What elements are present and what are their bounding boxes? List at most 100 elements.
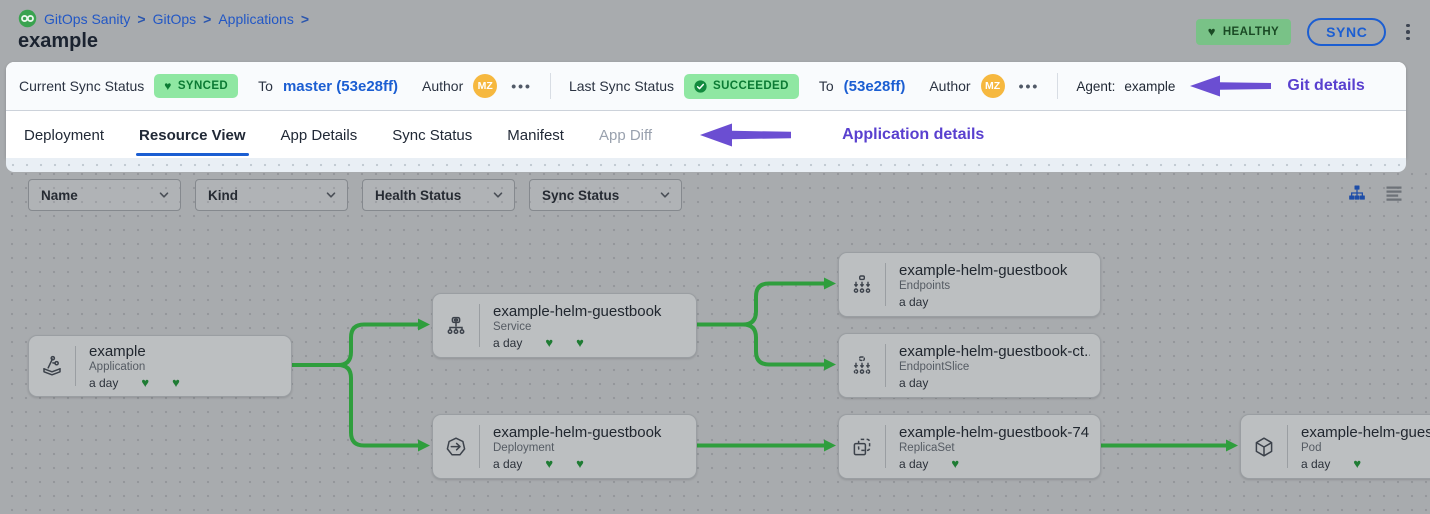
node-meta: a day [899,295,1090,309]
endpoints-icon [839,253,885,316]
node-name: example-helm-guestbook [493,302,662,320]
chevron-down-icon [325,189,337,201]
filter-label: Sync Status [542,187,620,203]
kebab-menu-icon[interactable] [1402,22,1414,43]
application-icon [29,336,75,396]
replicaset-icon [839,415,885,478]
health-badge-label: HEALTHY [1222,26,1280,38]
heart-icon: ♥ [576,334,584,350]
annotation-arrow-left [1189,74,1272,98]
node-meta: a day♥♥ [493,457,686,471]
filter-dropdown-name[interactable]: Name [28,179,181,211]
breadcrumb-link[interactable]: GitOps [152,10,197,27]
tabs-bar: Deployment Resource View App Details Sync S… [6,111,1406,159]
more-options-icon[interactable]: ••• [511,78,532,94]
sync-status-bar: Current Sync Status ♥ SYNCED To master (… [6,62,1406,111]
node-divider [1287,425,1288,468]
node-age: a day [899,456,929,471]
node-meta: a day ♥ [899,457,1090,471]
view-toggles [1347,183,1404,203]
node-age: a day [899,294,929,309]
divider [1057,73,1059,99]
filter-dropdown-sync-status[interactable]: Sync Status [529,179,682,211]
succeeded-badge: SUCCEEDED [684,73,799,99]
deployment-icon [433,415,479,478]
resource-node-endpointslice[interactable]: example-helm-guestbook-ct...EndpointSlic… [838,333,1101,398]
to-label: To [258,78,273,94]
application-details-annotation: Application details [842,126,985,143]
check-circle-icon [694,79,707,93]
current-revision-link[interactable]: master (53e28ff) [282,77,398,95]
gitops-logo-icon [18,9,37,28]
synced-badge-label: SYNCED [177,80,229,92]
author-label: Author [929,78,971,94]
breadcrumb-items: GitOps Sanity>GitOps>Applications> [44,11,309,27]
author-label: Author [422,78,464,94]
heart-icon: ♥ [951,455,960,471]
heart-icon: ♥ [1353,455,1362,471]
sync-button[interactable]: SYNC [1307,18,1387,46]
node-divider [479,304,480,347]
chevron-down-icon [659,189,671,201]
filter-dropdown-health-status[interactable]: Health Status [362,179,515,211]
tab-sync-status[interactable]: Sync Status [392,126,473,144]
tab-app-details[interactable]: App Details [280,126,358,144]
breadcrumb: GitOps Sanity>GitOps>Applications> [18,9,309,28]
node-name: example-helm-guestbook [493,423,662,441]
divider [549,73,551,99]
last-sync-group: Last Sync Status SUCCEEDED To (53e28ff) … [568,73,1040,99]
node-name: example-helm-guestbook [1301,423,1430,441]
app-details-card: Current Sync Status ♥ SYNCED To master (… [6,62,1406,159]
tab-manifest[interactable]: Manifest [507,126,564,144]
last-revision-link[interactable]: (53e28ff) [843,77,906,95]
agent-group: Agent: example [1076,79,1175,94]
header-actions: ♥ HEALTHY SYNC [1195,18,1414,46]
tree-view-icon[interactable] [1347,183,1367,203]
tab-resource-view[interactable]: Resource View [136,111,249,159]
chevron-down-icon [492,189,504,201]
filter-bar: Name Kind Health Status Sync Status [28,179,682,211]
node-divider [75,346,76,386]
more-options-icon[interactable]: ••• [1018,78,1040,94]
heart-icon: ♥ [545,455,554,471]
breadcrumb-link[interactable]: Applications [218,10,294,27]
service-icon [433,294,479,357]
node-meta: a day ♥ [1301,457,1430,471]
node-age: a day [899,375,929,390]
node-kind: EndpointSlice [899,360,970,373]
node-age: a day [493,335,523,350]
node-name: example-helm-guestbook [899,261,1068,279]
last-sync-label: Last Sync Status [568,78,675,94]
node-age: a day [1301,456,1331,471]
chevron-down-icon [158,189,170,201]
top-header: GitOps Sanity>GitOps>Applications> examp… [0,0,1430,62]
tab-deployment[interactable]: Deployment [24,126,105,144]
breadcrumb-link[interactable]: GitOps Sanity [44,10,131,27]
author-avatar: MZ [980,74,1005,98]
node-divider [885,263,886,306]
node-kind: ReplicaSet [899,441,955,454]
node-meta: a day♥♥ [89,376,281,390]
breadcrumb-separator: > [137,10,146,27]
node-divider [885,425,886,468]
synced-badge: ♥ SYNCED [154,74,239,98]
filter-dropdown-kind[interactable]: Kind [195,179,348,211]
resource-node-pod[interactable]: example-helm-guestbookPoda day♥ [1240,414,1430,479]
author-avatar: MZ [473,74,498,98]
tab-app-diff[interactable]: App Diff [598,126,653,144]
annotation-arrow-left [699,122,792,148]
health-status-badge: ♥ HEALTHY [1195,19,1292,45]
heart-icon: ♥ [1207,24,1216,39]
list-view-icon[interactable] [1384,183,1404,203]
node-meta: a day♥♥ [493,336,686,350]
node-divider [885,344,886,387]
agent-label: Agent: [1076,78,1116,94]
to-label: To [818,78,834,94]
pod-icon [1241,415,1287,478]
